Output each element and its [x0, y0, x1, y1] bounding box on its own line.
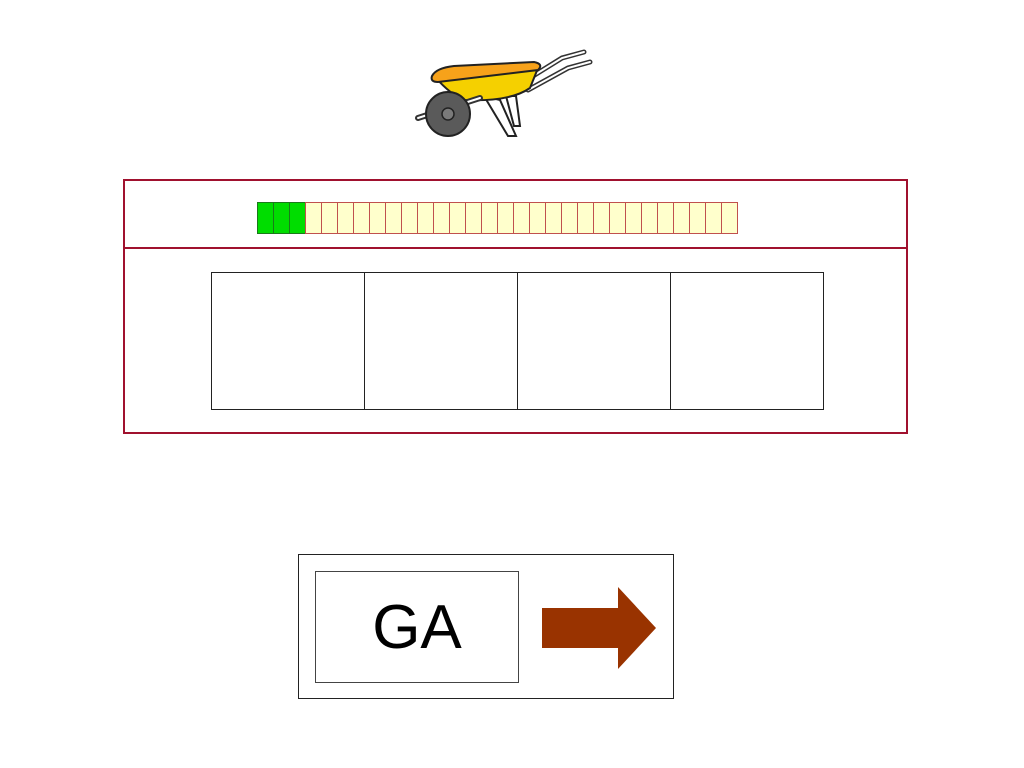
progress-cell-pending	[721, 202, 738, 234]
progress-row	[125, 181, 906, 249]
answer-slot-3[interactable]	[517, 272, 671, 410]
progress-cell-pending	[369, 202, 386, 234]
progress-cell-pending	[321, 202, 338, 234]
progress-cell-pending	[577, 202, 594, 234]
progress-cell-pending	[449, 202, 466, 234]
progress-cell-pending	[561, 202, 578, 234]
progress-cell-pending	[497, 202, 514, 234]
progress-cell-pending	[625, 202, 642, 234]
exercise-panel	[123, 179, 908, 434]
progress-cell-pending	[305, 202, 322, 234]
progress-cell-pending	[689, 202, 706, 234]
progress-cell-pending	[353, 202, 370, 234]
progress-cell-pending	[673, 202, 690, 234]
progress-cell-pending	[417, 202, 434, 234]
progress-cell-pending	[385, 202, 402, 234]
progress-cell-pending	[513, 202, 530, 234]
progress-cell-pending	[433, 202, 450, 234]
progress-cell-pending	[481, 202, 498, 234]
progress-cell-pending	[641, 202, 658, 234]
answer-slots	[211, 272, 824, 410]
progress-cell-pending	[705, 202, 722, 234]
syllable-card: GA	[298, 554, 674, 699]
answer-slot-1[interactable]	[211, 272, 365, 410]
progress-cell-pending	[529, 202, 546, 234]
answer-slot-4[interactable]	[670, 272, 824, 410]
progress-cell-done	[257, 202, 274, 234]
progress-cell-pending	[337, 202, 354, 234]
answer-slot-2[interactable]	[364, 272, 518, 410]
syllable-tile[interactable]: GA	[315, 571, 519, 683]
progress-bar	[257, 202, 738, 234]
progress-cell-pending	[545, 202, 562, 234]
progress-cell-pending	[609, 202, 626, 234]
right-arrow-icon[interactable]	[540, 585, 658, 671]
progress-cell-pending	[593, 202, 610, 234]
progress-cell-pending	[657, 202, 674, 234]
wheelbarrow-icon	[410, 44, 596, 140]
progress-cell-pending	[465, 202, 482, 234]
progress-cell-done	[289, 202, 306, 234]
progress-cell-pending	[401, 202, 418, 234]
progress-cell-done	[273, 202, 290, 234]
